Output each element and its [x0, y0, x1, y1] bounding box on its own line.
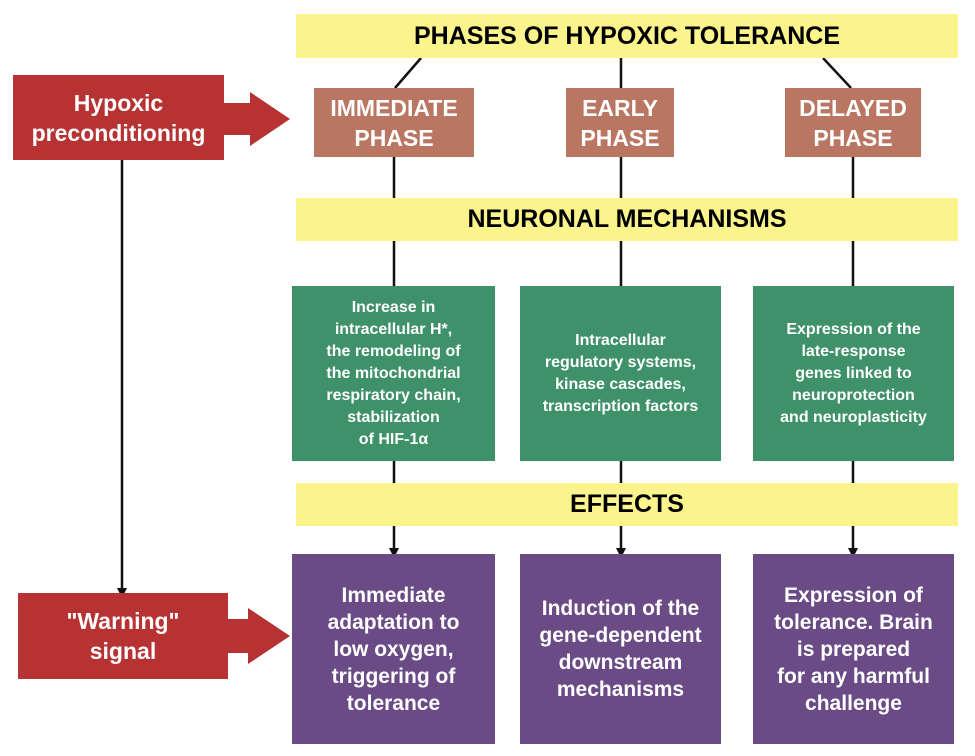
hypoxic-preconditioning-box: Hypoxic preconditioning — [13, 75, 224, 160]
effect-delayed: Expression of tolerance. Brain is prepar… — [753, 554, 954, 744]
preconditioning-arrow — [222, 92, 290, 146]
connector-header-delayed — [822, 57, 852, 89]
neuronal-mechanisms-band: NEURONAL MECHANISMS — [296, 198, 958, 241]
effects-band: EFFECTS — [296, 483, 958, 526]
mechanism-delayed: Expression of the late-response genes li… — [753, 286, 954, 461]
title-band: PHASES OF HYPOXIC TOLERANCE — [296, 14, 958, 58]
phase-immediate: IMMEDIATE PHASE — [314, 88, 474, 157]
effect-immediate: Immediate adaptation to low oxygen, trig… — [292, 554, 495, 744]
phase-delayed: DELAYED PHASE — [785, 88, 921, 157]
effect-early: Induction of the gene-dependent downstre… — [520, 554, 721, 744]
connector-header-immediate — [394, 57, 422, 89]
mechanism-early: Intracellular regulatory systems, kinase… — [520, 286, 721, 461]
warning-arrow — [226, 608, 290, 664]
mechanism-immediate: Increase in intracellular H*, the remode… — [292, 286, 495, 461]
phase-early: EARLY PHASE — [566, 88, 674, 157]
warning-signal-box: "Warning" signal — [18, 593, 228, 679]
